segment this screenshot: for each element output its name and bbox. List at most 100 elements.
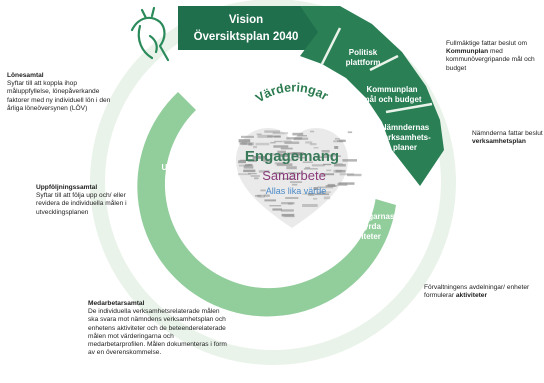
wordcloud-mark [291, 183, 298, 186]
kvalitetsarbete-label-2: Nyckeltal [258, 275, 293, 284]
wordcloud-mark [310, 130, 315, 133]
note-lonesamtal-body: Syftar till att koppla ihop måluppfyllel… [7, 80, 111, 112]
note-lonesamtal-title: Lönesamtal [7, 72, 44, 79]
value-word-samarbete: Samarbete [262, 168, 326, 183]
value-word-engagemang: Engagemang [245, 148, 339, 165]
wordcloud-mark [277, 150, 286, 154]
values-heart [236, 128, 362, 228]
wordcloud-mark [309, 143, 317, 146]
wordcloud-mark [339, 173, 355, 176]
wordcloud-mark [255, 195, 261, 197]
note-forvaltningens: Förvaltningens avdelningar/ enheter form… [424, 284, 542, 300]
politisk-label-2: plattform [346, 58, 381, 67]
wordcloud-mark [334, 138, 340, 140]
wordcloud-mark [333, 169, 342, 173]
vision-arrow-shape [178, 6, 340, 50]
upper-right-arc [300, 6, 444, 186]
wordcloud-mark [302, 204, 318, 207]
note-medarbetarsamtal-body: De individuella verksamhetsrelaterade må… [88, 308, 227, 357]
wordcloud-mark [337, 183, 348, 186]
utvardering-label-1: Utvärdering [162, 163, 207, 172]
wordcloud-mark [250, 175, 260, 177]
wordcloud-mark [347, 173, 362, 177]
wordcloud-mark [314, 193, 330, 196]
wordcloud-mark [297, 156, 306, 159]
wordcloud-mark [287, 172, 295, 174]
wordcloud-mark [323, 196, 331, 200]
wordcloud-mark [320, 191, 331, 193]
wordcloud-mark [326, 169, 332, 172]
uppfoljning-label-2: Internkontroll [189, 227, 241, 236]
wordcloud-mark [286, 137, 303, 140]
wordcloud-mark [323, 154, 336, 157]
wordcloud-mark [303, 168, 318, 170]
wordcloud-mark [264, 130, 280, 133]
wordcloud-mark [256, 156, 267, 159]
wordcloud-mark [263, 158, 272, 162]
wordcloud-mark [297, 135, 307, 137]
wordcloud-mark [334, 146, 339, 149]
wordcloud-mark [273, 172, 284, 175]
segment-divider-2 [369, 54, 399, 72]
wordcloud-mark [272, 208, 282, 211]
wordcloud-mark [280, 209, 294, 212]
wordcloud-mark [278, 158, 295, 162]
wordcloud-mark [321, 150, 330, 153]
wordcloud-mark [281, 213, 295, 217]
wordcloud-mark [333, 140, 344, 143]
wordcloud-mark [305, 141, 313, 144]
wordcloud-mark [255, 142, 270, 146]
wordcloud-mark [338, 182, 355, 185]
wordcloud-mark [258, 170, 270, 173]
wordcloud-mark [280, 147, 293, 150]
wordcloud-mark [291, 154, 301, 157]
wordcloud-mark [273, 145, 289, 148]
segment-divider-1 [320, 27, 342, 65]
note-fullmaktige-pre: Fullmäktige fattar beslut om [446, 40, 527, 47]
wordcloud-mark [292, 152, 304, 156]
wordcloud-mark [282, 178, 294, 180]
wordcloud-mark [285, 197, 299, 199]
wordcloud-mark [308, 192, 315, 196]
forvaltningarnas-label-3: aktiviteter [343, 232, 381, 241]
wordcloud-mark [327, 183, 336, 187]
wordcloud-mark [335, 169, 346, 173]
note-uppfoljningssamtal-title: Uppföljningssamtal [36, 184, 98, 191]
vision-label-2: Översiktsplan 2040 [194, 30, 299, 43]
kommunplan-label-1: Kommunplan [366, 85, 417, 94]
wordcloud-mark [267, 135, 281, 138]
utvardering-label-2: Revision [167, 173, 200, 182]
note-medarbetarsamtal-title: Medarbetarsamtal [88, 300, 145, 307]
value-word-allas-lika-varde: Allas lika värde [266, 186, 327, 196]
wordcloud-mark [252, 156, 266, 159]
wordcloud-mark [313, 187, 318, 190]
wordcloud-mark [321, 173, 335, 176]
wordcloud-mark [296, 153, 307, 156]
wordcloud-mark [248, 172, 257, 175]
namndernas-label-3: planer [393, 143, 417, 152]
wordcloud-mark [323, 163, 332, 166]
wordcloud-mark [241, 135, 254, 138]
wordcloud-mark [238, 160, 246, 164]
segment-divider-3 [385, 102, 433, 114]
note-fullmaktige-bold: Kommunplan [446, 48, 489, 56]
note-namnderna: Nämnderna fattar beslut om verksamhetspl… [472, 130, 544, 146]
wordcloud-mark [317, 186, 334, 189]
wordcloud-mark [243, 165, 254, 169]
wordcloud-mark [302, 161, 313, 163]
wordcloud-mark [239, 142, 248, 145]
wordcloud-mark [281, 202, 295, 205]
wordcloud-mark [336, 155, 341, 157]
note-uppfoljningssamtal-body: Syftar till att följa upp och/ eller rev… [36, 192, 127, 216]
wordcloud-mark [245, 164, 252, 166]
vision-label-1: Vision [229, 14, 263, 26]
politisk-label-1: Politisk [349, 48, 378, 57]
wordcloud-mark [315, 156, 327, 158]
wordcloud-mark [347, 131, 353, 134]
wordcloud-mark [272, 132, 289, 135]
kvalitetsarbete-label-1: Kvalitetsarbete [247, 265, 305, 274]
wordcloud-mark [292, 172, 304, 174]
wordcloud-mark [254, 177, 259, 180]
